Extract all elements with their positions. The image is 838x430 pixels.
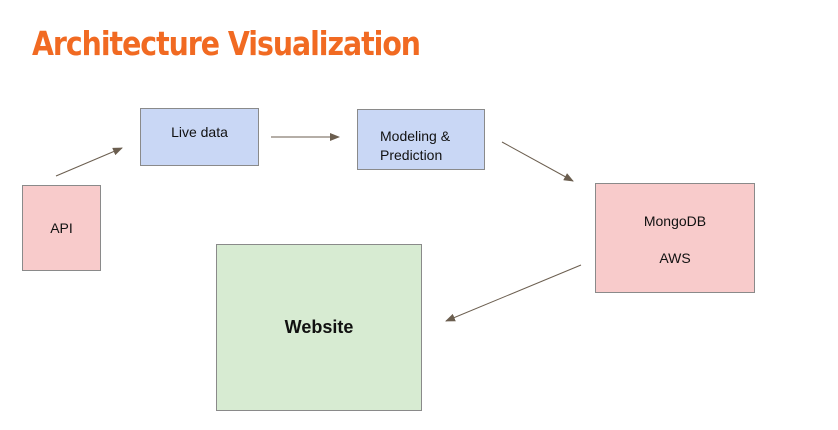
live-data-node: Live data — [140, 108, 259, 166]
arrow-mongodb-to-website — [445, 264, 582, 322]
website-label: Website — [284, 317, 354, 338]
website-node: Website — [216, 244, 422, 411]
modeling-label-line2: Prediction — [380, 146, 443, 163]
modeling-prediction-node: Modeling & Prediction — [357, 109, 485, 170]
mongodb-aws-node: MongoDB AWS — [595, 183, 755, 293]
mongodb-label: MongoDB — [643, 213, 707, 229]
slide-title: Architecture Visualization — [32, 24, 421, 63]
live-data-label: Live data — [171, 124, 228, 140]
arrow-modeling-to-mongodb — [501, 141, 574, 182]
arrow-api-to-live-data — [55, 147, 123, 177]
api-label: API — [50, 219, 73, 236]
api-node: API — [22, 185, 101, 271]
modeling-label-line1: Modeling & — [380, 128, 451, 144]
aws-label: AWS — [659, 249, 691, 266]
